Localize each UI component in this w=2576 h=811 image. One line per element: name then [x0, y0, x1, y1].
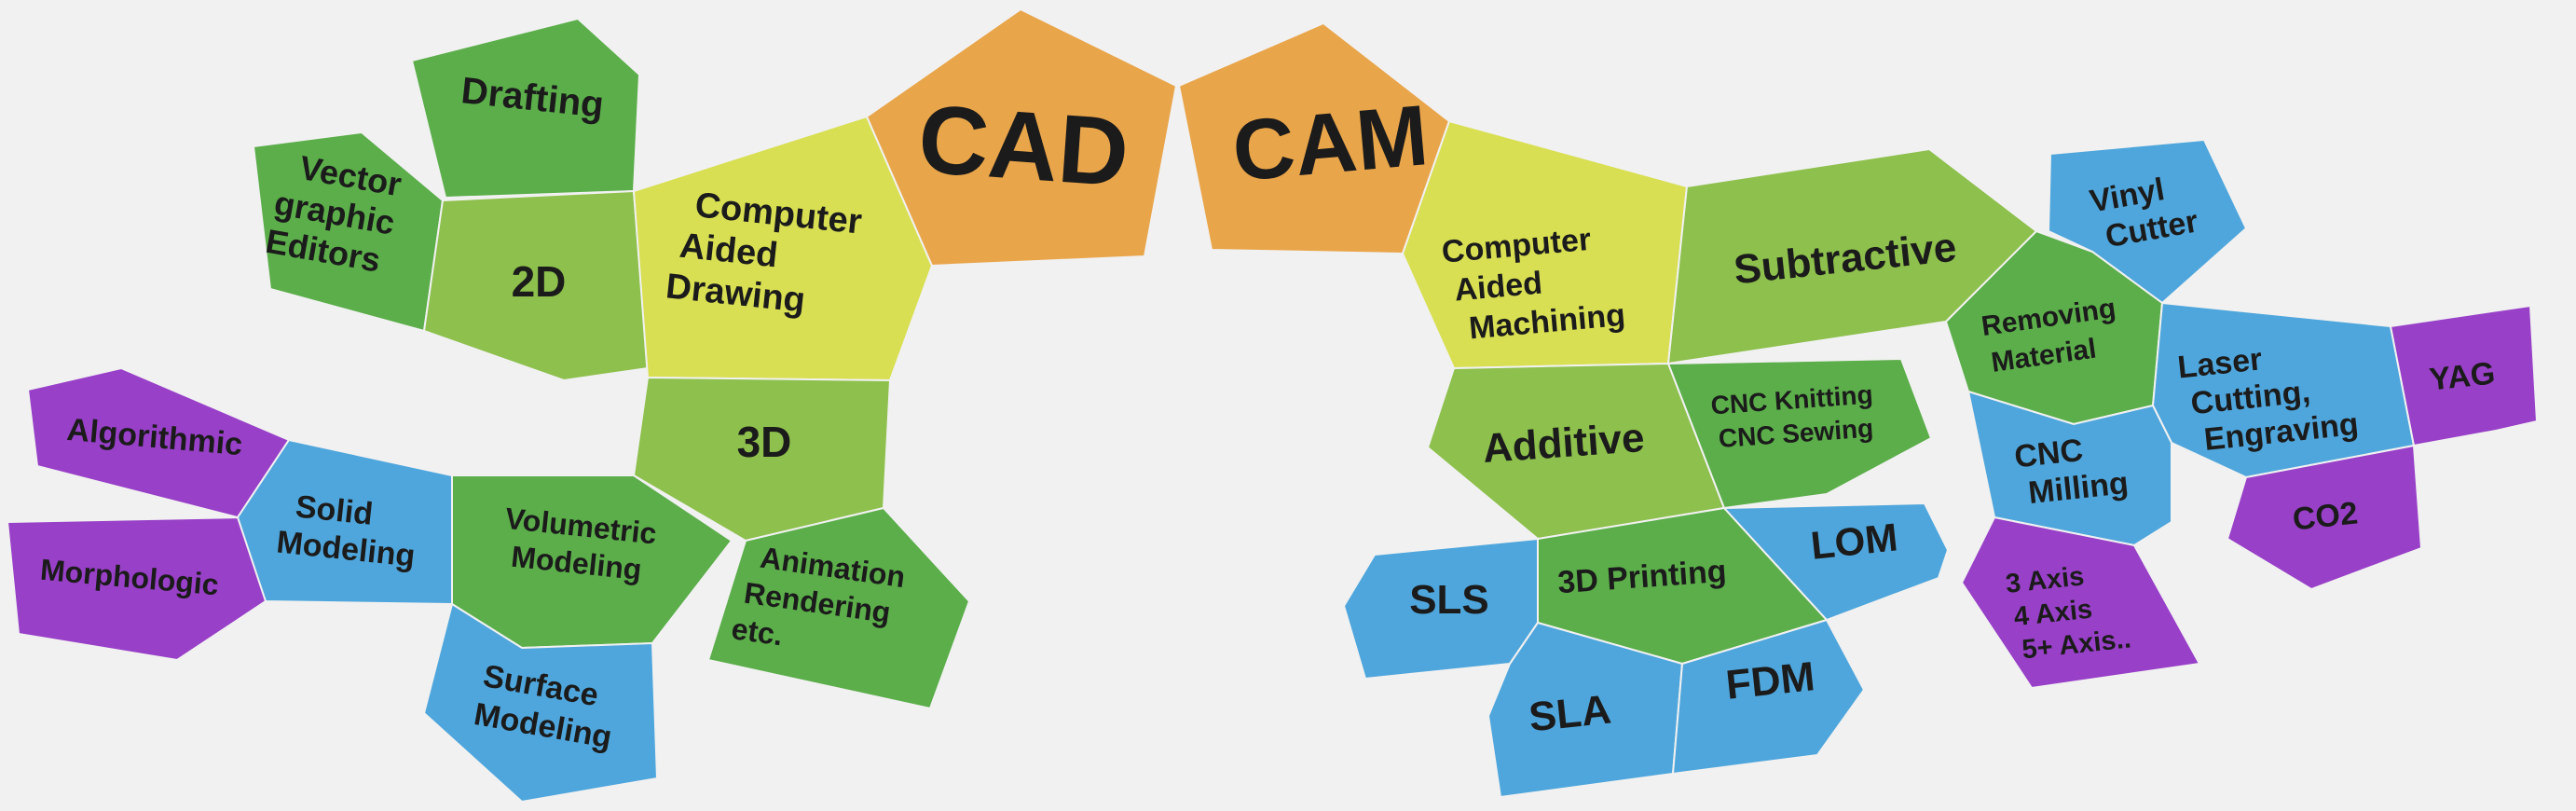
solid-modeling-node: Solid Modeling — [236, 438, 453, 606]
surface-modeling-node: Surface Modeling — [422, 602, 659, 804]
sla-label: SLA — [1527, 687, 1613, 741]
computer-aided-drawing-node: Computer Aided Drawing — [632, 115, 934, 382]
cad-title: CAD — [915, 85, 1132, 207]
morphologic-node: Morphologic — [6, 515, 267, 662]
vector-graphic-editors-node: Vector graphic Editors — [252, 131, 445, 333]
drafting-node: Drafting — [410, 17, 641, 199]
vinyl-cutter-node: Vinyl Cutter — [2047, 138, 2248, 305]
sls-label: SLS — [1409, 577, 1489, 623]
animation-rendering-node: Animation Rendering etc. — [706, 506, 971, 710]
cam-node: CAM — [1177, 21, 1451, 255]
cad-node: CAD — [865, 7, 1178, 268]
additive-node: Additive — [1426, 362, 1726, 541]
cam-title: CAM — [1229, 88, 1432, 199]
cnc-knitting-sewing-node: CNC Knitting CNC Sewing — [1666, 357, 1933, 510]
sls-node: SLS — [1342, 537, 1539, 680]
co2-node: CO2 — [2226, 444, 2423, 591]
lom-label: LOM — [1809, 515, 1900, 567]
three-d-label: 3D — [737, 418, 792, 466]
two-d-label: 2D — [512, 257, 567, 306]
three-d-node: 3D — [632, 376, 892, 543]
yag-node: YAG — [2389, 304, 2539, 447]
two-d-node: 2D — [422, 189, 650, 382]
laser-cutting-node: Laser Cutting, Engraving — [2151, 301, 2416, 479]
algorithmic-node: Algorithmic — [26, 366, 291, 519]
lom-node: LOM — [1721, 502, 1950, 622]
co2-label: CO2 — [2291, 495, 2360, 537]
cnc-milling-node: CNC Milling — [1966, 390, 2172, 547]
additive-label: Additive — [1481, 415, 1646, 472]
sla-node: SLA — [1487, 621, 1684, 799]
fdm-label: FDM — [1724, 653, 1817, 708]
computer-aided-machining-node: Computer Aided Machining — [1401, 119, 1689, 370]
fdm-node: FDM — [1671, 618, 1866, 776]
subtractive-node: Subtractive — [1666, 147, 2038, 365]
axis-node: 3 Axis 4 Axis 5+ Axis.. — [1960, 515, 2201, 690]
vector-graphic-editors-label: Vector graphic Editors — [263, 144, 414, 282]
volumetric-modeling-node: Volumetric Modeling — [451, 474, 733, 650]
yag-label: YAG — [2428, 355, 2497, 397]
